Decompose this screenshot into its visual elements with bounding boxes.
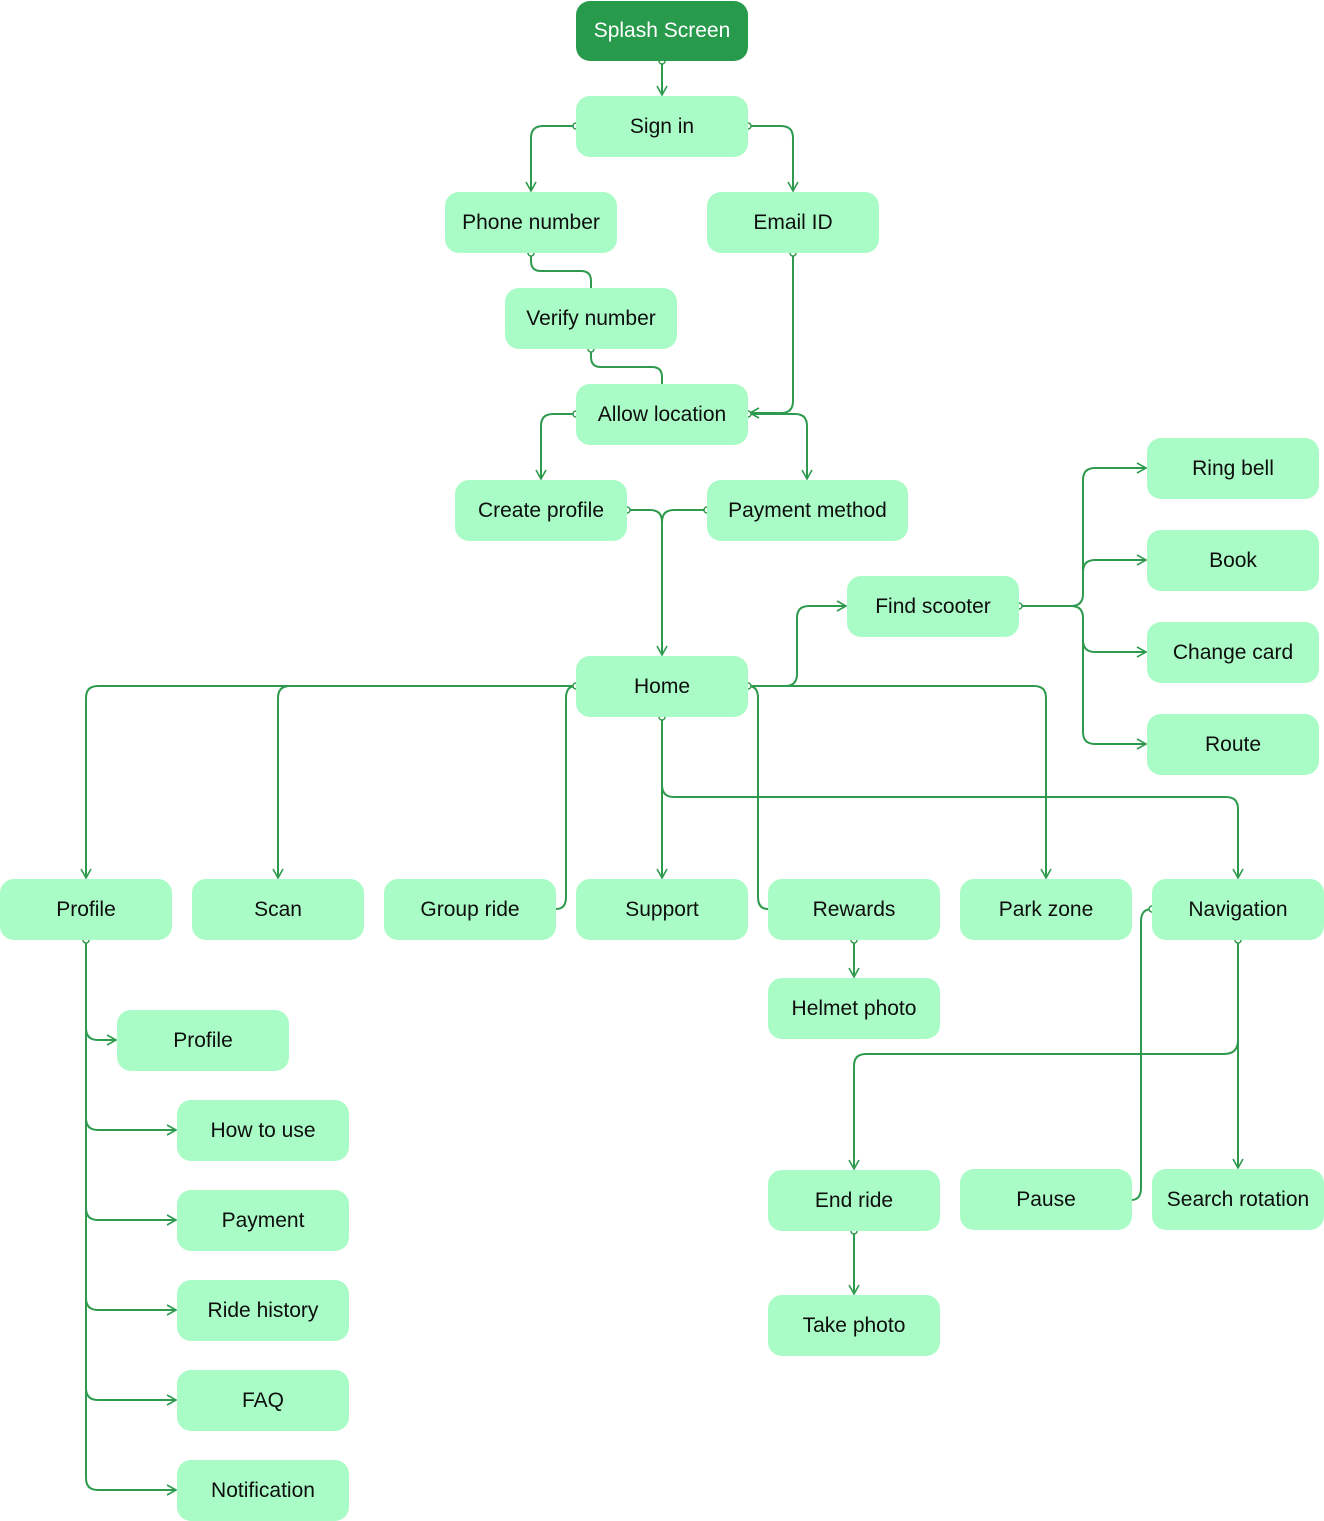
edge-home-rewards — [747, 685, 769, 910]
edge-home-groupride — [555, 685, 577, 910]
node-home[interactable]: Home — [576, 656, 748, 717]
node-phone-number[interactable]: Phone number — [445, 192, 617, 253]
edge-signin-email — [748, 125, 799, 193]
edge-navigation-endride — [848, 1039, 1239, 1171]
node-find-scooter[interactable]: Find scooter — [847, 576, 1019, 637]
node-search-rotation[interactable]: Search rotation — [1152, 1169, 1324, 1230]
edge-find-route — [1082, 640, 1148, 750]
edge-find-book — [1082, 554, 1148, 594]
node-profile[interactable]: Profile — [0, 879, 172, 940]
edge-payment-home — [661, 509, 707, 523]
edge-profile-notification — [85, 1388, 178, 1496]
node-profile-sub[interactable]: Profile — [117, 1010, 289, 1071]
edge-phone-verify — [530, 253, 592, 288]
edge-find-ringbell — [1019, 462, 1148, 607]
edge-home-findscooter — [748, 600, 848, 687]
node-group-ride[interactable]: Group ride — [384, 879, 556, 940]
edge-verify-location — [590, 349, 663, 384]
node-change-card[interactable]: Change card — [1147, 622, 1319, 683]
edge-home-navigation — [661, 784, 1244, 880]
node-scan[interactable]: Scan — [192, 879, 364, 940]
edge-profile-payment — [85, 1118, 178, 1226]
edge-location-create — [535, 413, 576, 481]
node-email-id[interactable]: Email ID — [707, 192, 879, 253]
node-helmet-photo[interactable]: Helmet photo — [768, 978, 940, 1039]
node-pause[interactable]: Pause — [960, 1169, 1132, 1230]
edge-home-scan — [272, 685, 291, 880]
edge-profile-faq — [85, 1298, 178, 1406]
node-book[interactable]: Book — [1147, 530, 1319, 591]
edge-home-parkzone — [758, 685, 1052, 880]
edge-signin-phone — [525, 125, 576, 193]
node-route[interactable]: Route — [1147, 714, 1319, 775]
node-allow-location[interactable]: Allow location — [576, 384, 748, 445]
node-rewards[interactable]: Rewards — [768, 879, 940, 940]
edge-profile-sub — [85, 940, 118, 1046]
edge-create-home — [627, 509, 668, 657]
node-faq[interactable]: FAQ — [177, 1370, 349, 1431]
node-create-profile[interactable]: Create profile — [455, 480, 627, 541]
node-ring-bell[interactable]: Ring bell — [1147, 438, 1319, 499]
node-sign-in[interactable]: Sign in — [576, 96, 748, 157]
edge-home-profile — [80, 685, 576, 880]
node-splash-screen[interactable]: Splash Screen — [576, 1, 748, 61]
node-take-photo[interactable]: Take photo — [768, 1295, 940, 1356]
node-notification[interactable]: Notification — [177, 1460, 349, 1521]
edge-location-payment — [748, 413, 813, 481]
edge-navigation-pause — [1130, 908, 1153, 1201]
node-how-to-use[interactable]: How to use — [177, 1100, 349, 1161]
node-navigation[interactable]: Navigation — [1152, 879, 1324, 940]
node-payment-method[interactable]: Payment method — [707, 480, 908, 541]
edge-email-location — [748, 253, 794, 419]
edge-profile-ridehistory — [85, 1208, 178, 1316]
node-support[interactable]: Support — [576, 879, 748, 940]
node-ride-history[interactable]: Ride history — [177, 1280, 349, 1341]
node-park-zone[interactable]: Park zone — [960, 879, 1132, 940]
node-end-ride[interactable]: End ride — [768, 1170, 940, 1231]
node-verify-number[interactable]: Verify number — [505, 288, 677, 349]
node-payment[interactable]: Payment — [177, 1190, 349, 1251]
